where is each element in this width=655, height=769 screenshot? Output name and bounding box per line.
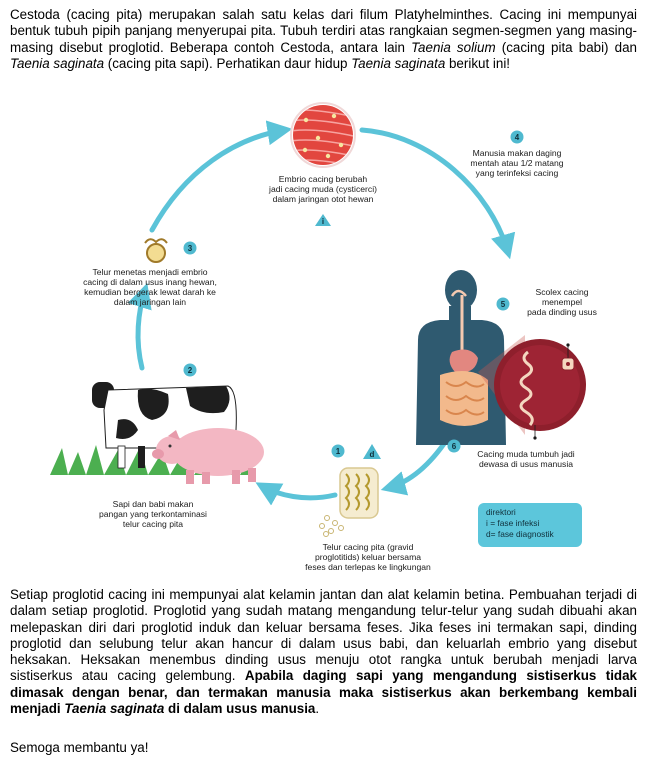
intro-paragraph: Cestoda (cacing pita) merupakan salah sa…: [10, 7, 637, 72]
species-taenia-solium: Taenia solium: [411, 39, 496, 55]
stage-5-line: pada dinding usus: [527, 307, 597, 317]
cycle-arrows: [127, 120, 516, 506]
step-number: 1: [336, 447, 341, 456]
explanation-bold: Apabila daging sapi yang mengandung sist…: [10, 668, 637, 716]
stage-5-line: Scolex cacing: [535, 287, 588, 297]
species-taenia-saginata: Taenia saginata: [64, 701, 165, 717]
step-number: 6: [452, 442, 457, 451]
closing-line: Semoga membantu ya!: [10, 740, 149, 755]
stage-3-label: 3 Telur menetas menjadi embrio cacing di…: [83, 241, 217, 307]
intro-text: Cestoda (cacing pita) merupakan salah sa…: [10, 7, 637, 55]
legend-title: direktori: [486, 507, 516, 517]
human-figure-illustration: [416, 270, 506, 445]
stage-top-label: Embrio cacing berubah jadi cacing muda (…: [268, 174, 377, 226]
intro-text: (cacing pita babi) dan: [495, 39, 637, 55]
legend-item-infection: i = fase infeksi: [486, 518, 539, 528]
stage-3-egg-illustration: [144, 238, 168, 263]
stage-top-line: Embrio cacing berubah: [279, 174, 368, 184]
step-number: 5: [501, 300, 506, 309]
intro-text: berikut ini!: [445, 55, 511, 71]
stage-6-line: dewasa di usus manusia: [479, 459, 573, 469]
legend-item-diagnostic: d= fase diagnostik: [486, 529, 555, 539]
step-number: 4: [515, 133, 520, 142]
stage-3-line: cacing di dalam usus inang hewan,: [83, 277, 217, 287]
muscle-tissue-illustration: [290, 102, 356, 168]
step-badge: [510, 130, 524, 144]
stage-1-line: feses dan terlepas ke lingkungan: [305, 562, 431, 572]
stage-5-label: 5 Scolex cacing menempel pada dinding us…: [496, 287, 597, 317]
step-badge: [447, 439, 461, 453]
arrow-2-to-3: [127, 282, 152, 371]
stage-1-label: Telur cacing pita (gravid proglotitids) …: [305, 542, 431, 572]
step-badge: [331, 444, 345, 458]
species-taenia-saginata: Taenia saginata: [351, 55, 446, 71]
diagnostic-badge-letter: d: [370, 450, 375, 459]
cow-pig-illustration: [50, 382, 264, 484]
explanation-text: .: [315, 701, 320, 717]
arrow-6-to-1: [380, 435, 451, 496]
arrow-1-to-2: [255, 482, 338, 506]
stage-4-label: 4 Manusia makan daging mentah atau 1/2 m…: [470, 130, 564, 178]
step-badge: [183, 363, 197, 377]
explanation-paragraph: Setiap proglotid cacing ini mempunyai al…: [10, 587, 637, 717]
pig: [152, 428, 264, 484]
stage-6-label: 6 Cacing muda tumbuh jadi dewasa di usus…: [447, 439, 575, 469]
stage-top-line: dalam jaringan otot hewan: [273, 194, 374, 204]
stage-6-line: Cacing muda tumbuh jadi: [477, 449, 575, 459]
legend-box: direktori i = fase infeksi d= fase diagn…: [478, 503, 582, 547]
infection-badge-letter: i: [322, 217, 324, 226]
stage-1-badges: 1 d: [331, 444, 381, 459]
diagnostic-badge-icon: [363, 444, 381, 459]
stage-2-line: pangan yang terkontaminasi: [99, 509, 207, 519]
step-number: 3: [188, 244, 193, 253]
intestine-zoom-illustration: [478, 335, 586, 440]
stage-5-line: menempel: [542, 297, 582, 307]
arrow-3-to-top: [149, 120, 293, 233]
stage-3-line: kemudian bergerak lewat darah ke: [84, 287, 216, 297]
stage-3-line: dalam jaringan lain: [114, 297, 186, 307]
species-taenia-saginata: Taenia saginata: [10, 55, 105, 71]
step-badge: [183, 241, 197, 255]
life-cycle-diagram: Embrio cacing berubah jadi cacing muda (…: [50, 102, 597, 572]
stage-4-line: Manusia makan daging: [473, 148, 562, 158]
stage-4-line: yang terinfeksi cacing: [476, 168, 559, 178]
stage-1-line: proglotitids) keluar bersama: [315, 552, 421, 562]
arrow-top-to-4: [359, 127, 516, 260]
stage-3-line: Telur menetas menjadi embrio: [92, 267, 207, 277]
stage-2-line: Sapi dan babi makan: [113, 499, 194, 509]
step-number: 2: [188, 366, 193, 375]
infection-badge-icon: [315, 214, 331, 226]
stage-1-line: Telur cacing pita (gravid: [323, 542, 414, 552]
stage-4-line: mentah atau 1/2 matang: [470, 158, 563, 168]
explanation-bold-text: di dalam usus manusia: [164, 701, 316, 717]
explanation-bold-text: Apabila daging sapi yang mengandung sist…: [10, 668, 637, 717]
stage-top-line: jadi cacing muda (cysticerci): [268, 184, 377, 194]
step-badge: [496, 297, 510, 311]
explanation-text: Setiap proglotid cacing ini mempunyai al…: [10, 587, 637, 684]
stage-2-label: 2 Sapi dan babi makan pangan yang terkon…: [99, 363, 207, 529]
intro-text: (cacing pita sapi). Perhatikan daur hidu…: [104, 55, 352, 71]
proglottid-egg-illustration: [319, 467, 379, 537]
stage-2-line: telur cacing pita: [123, 519, 183, 529]
